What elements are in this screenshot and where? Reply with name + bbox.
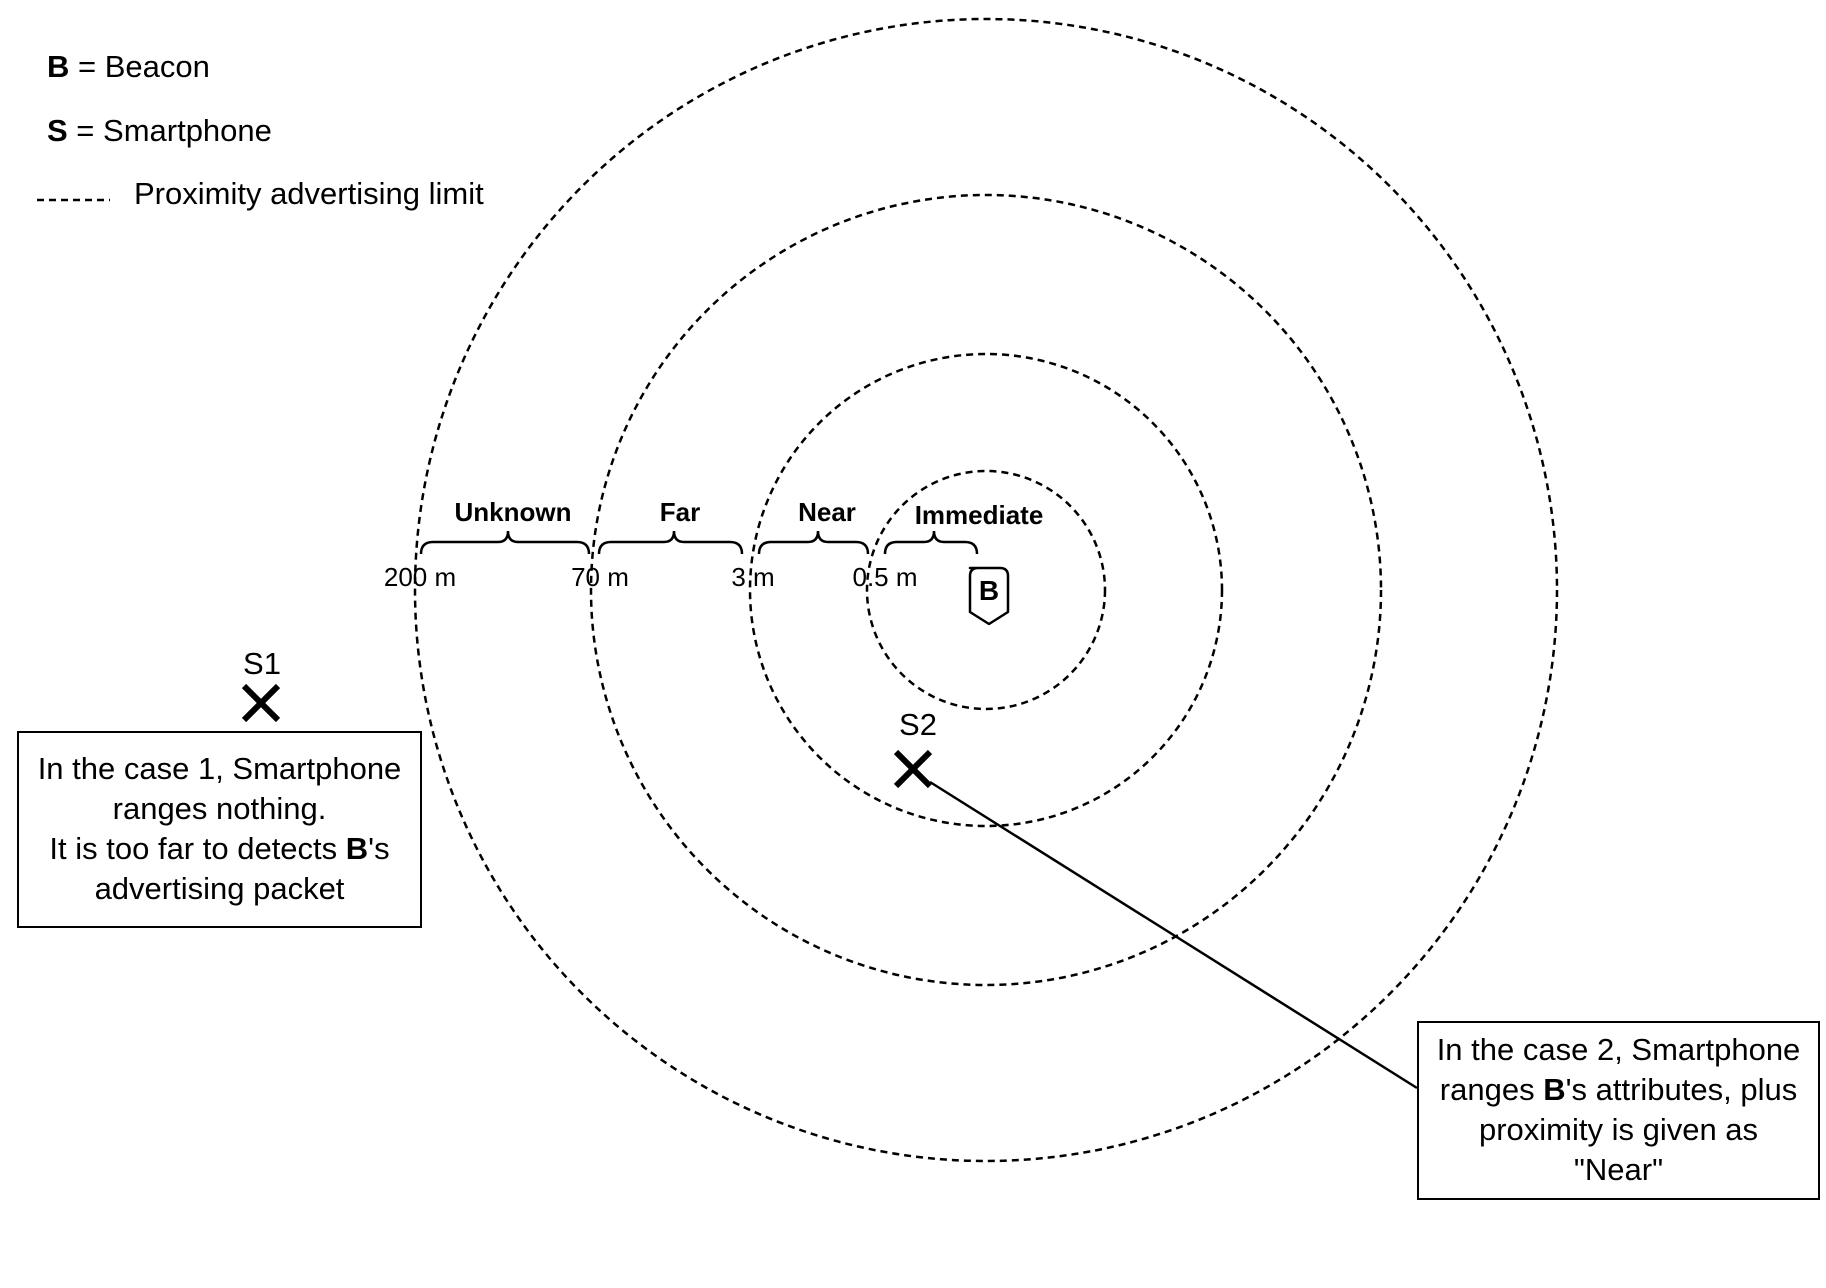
smartphone-s1-cross-icon	[241, 683, 281, 723]
case1-line2: ranges nothing.	[112, 791, 327, 826]
immediate-range-circle	[865, 469, 1107, 711]
case1-line1: In the case 1, Smartphone	[37, 751, 402, 786]
near-range-circle	[748, 352, 1224, 828]
distance-label-200m: 200 m	[384, 562, 456, 592]
legend-beacon: B = Beacon	[47, 49, 210, 84]
zone-label-near: Near	[798, 497, 856, 527]
legend-smartphone-text: = Smartphone	[68, 113, 272, 148]
case2-line2-pre: ranges	[1439, 1072, 1544, 1107]
case2-line4: "Near"	[1573, 1152, 1664, 1187]
case2-line2-post: 's attributes, plus	[1565, 1072, 1798, 1107]
smartphone-s2-cross-icon	[893, 749, 933, 789]
smartphone-s2-label: S2	[899, 707, 937, 742]
case1-line3-pre: It is too far to detects	[49, 831, 346, 866]
beacon-label: B	[979, 575, 999, 606]
unknown-brace-icon	[419, 530, 591, 555]
legend-beacon-key: B	[47, 49, 69, 84]
distance-label-3m: 3 m	[731, 562, 774, 592]
case1-line3-bold: B	[345, 831, 369, 866]
distance-label-70m: 70 m	[571, 562, 629, 592]
case1-note: In the case 1, Smartphone ranges nothing…	[17, 731, 422, 928]
case1-line3: It is too far to detects B's	[19, 829, 420, 869]
case2-connector-line	[929, 780, 1418, 1090]
zone-label-unknown: Unknown	[455, 497, 572, 527]
legend-limit-text: Proximity advertising limit	[134, 176, 484, 211]
case2-line2: ranges B's attributes, plus	[1419, 1070, 1818, 1110]
case2-note: In the case 2, Smartphone ranges B's att…	[1417, 1021, 1820, 1200]
case2-line3: proximity is given as	[1478, 1112, 1759, 1147]
zone-label-immediate: Immediate	[915, 500, 1044, 530]
legend-smartphone-key: S	[47, 113, 68, 148]
smartphone-s1-label: S1	[243, 646, 281, 681]
beacon-icon	[968, 566, 1010, 626]
immediate-brace-icon	[883, 530, 979, 555]
unknown-range-circle	[413, 17, 1559, 1163]
zone-label-far: Far	[660, 497, 700, 527]
case1-line4: advertising packet	[94, 871, 345, 906]
case1-line3-post: 's	[368, 831, 390, 866]
case2-line1: In the case 2, Smartphone	[1436, 1032, 1801, 1067]
legend-beacon-text: = Beacon	[69, 49, 209, 84]
case2-line2-bold: B	[1543, 1072, 1566, 1107]
near-brace-icon	[757, 530, 870, 555]
far-brace-icon	[597, 530, 744, 555]
distance-label-05m: 0.5 m	[852, 562, 917, 592]
far-range-circle	[589, 193, 1383, 987]
legend-smartphone: S = Smartphone	[47, 113, 272, 148]
